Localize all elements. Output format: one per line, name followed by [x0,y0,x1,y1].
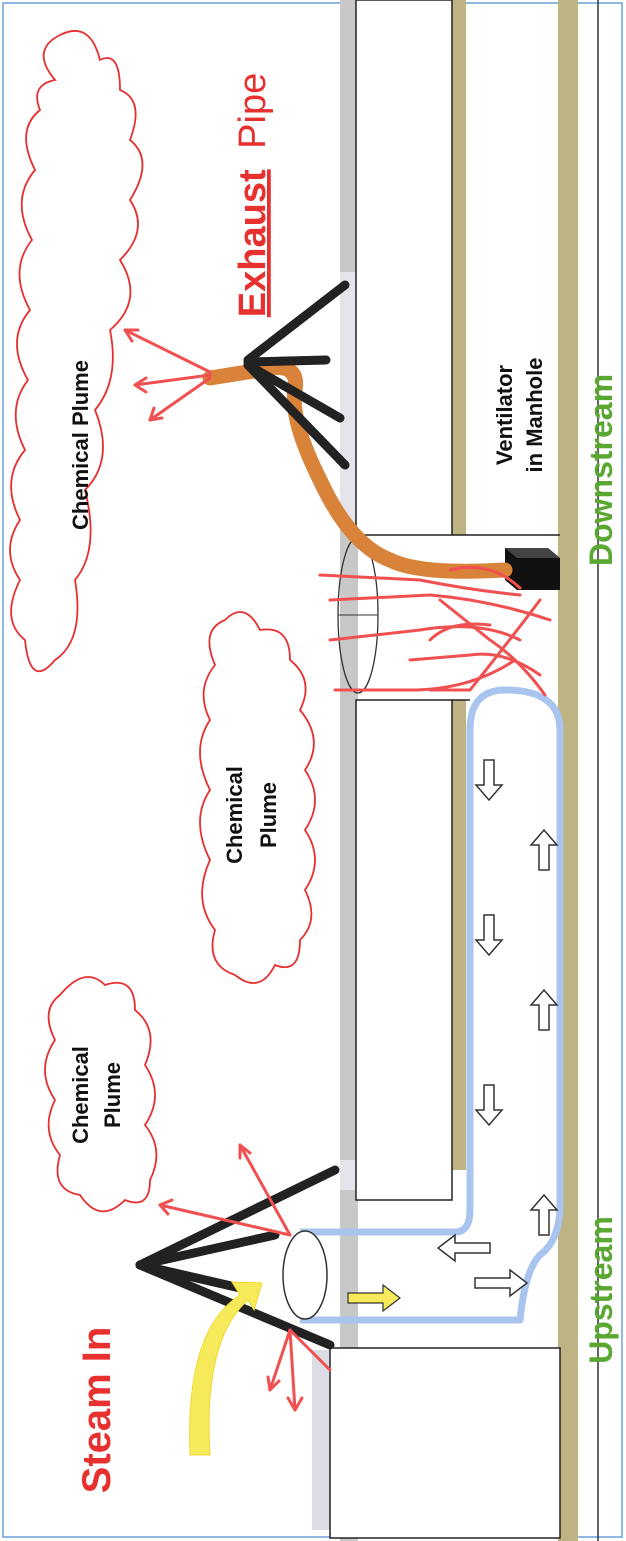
entry-manhole-opening [282,1230,328,1320]
ground-band-middle [452,700,466,1170]
flow-arrow-down-2 [474,914,504,957]
upstream-text: Upstream [583,1216,619,1364]
flow-arrows [436,759,559,1298]
steam-flow-arrow-small [347,1283,401,1313]
flow-arrow-left [436,1233,491,1263]
soil-block-middle [355,699,453,1201]
steam-in-text: Steam In [75,1327,119,1494]
chemical-plume-middle-line1: Chemical [222,766,247,864]
steam-plume-arrows [158,1143,332,1412]
exhaust-pipe-text: Exhaust Pipe [232,73,274,317]
pavement-highlight-middle [340,1160,358,1190]
chemical-plume-cloud-large [9,30,144,673]
ventilator-box [505,548,560,590]
exhaust-word: Exhaust [232,169,274,317]
flow-arrow-up-1 [529,828,559,871]
chemical-plume-small-line1: Chemical [68,1046,93,1144]
label-upstream: Upstream [583,1216,619,1364]
label-exhaust-pipe: Exhaust Pipe [232,73,274,317]
ground-band [452,0,466,535]
label-chemical-plume-large: Chemical Plume [68,360,93,530]
liner-tube [300,686,564,1324]
ventilator-line2: in Manhole [522,358,547,473]
soil-block-lower [329,1347,561,1539]
label-chemical-plume-small: Chemical Plume [68,1046,125,1144]
label-steam-in: Steam In [75,1327,119,1494]
chemical-plume-cloud-small [44,976,158,1213]
manhole-plume-arrows [318,565,552,697]
steam-in-arrow [189,1281,263,1456]
label-chemical-plume-middle: Chemical Plume [222,766,281,864]
steam-tripod [135,1165,340,1350]
soil-block-upper [355,0,453,536]
downstream-text: Downstream [583,374,619,566]
chemical-plume-large-text: Chemical Plume [68,360,93,530]
flow-arrow-up-3 [529,1193,559,1236]
label-ventilator: Ventilator in Manhole [492,358,547,473]
exhaust-plume-arrows [123,328,212,422]
exhaust-hose [202,360,513,579]
chemical-plume-middle-line2: Plume [256,782,281,848]
chemical-plume-cloud-middle [199,611,316,984]
flow-arrow-up-2 [529,988,559,1031]
pipe-word: Pipe [232,73,274,149]
exhaust-tripod [243,280,350,470]
flow-arrow-down-1 [474,759,504,802]
flow-arrow-down-3 [474,1084,504,1127]
label-downstream: Downstream [583,374,619,566]
chemical-plume-small-line2: Plume [100,1062,125,1128]
flow-arrow-right [474,1268,529,1298]
ventilator-line1: Ventilator [492,364,517,465]
